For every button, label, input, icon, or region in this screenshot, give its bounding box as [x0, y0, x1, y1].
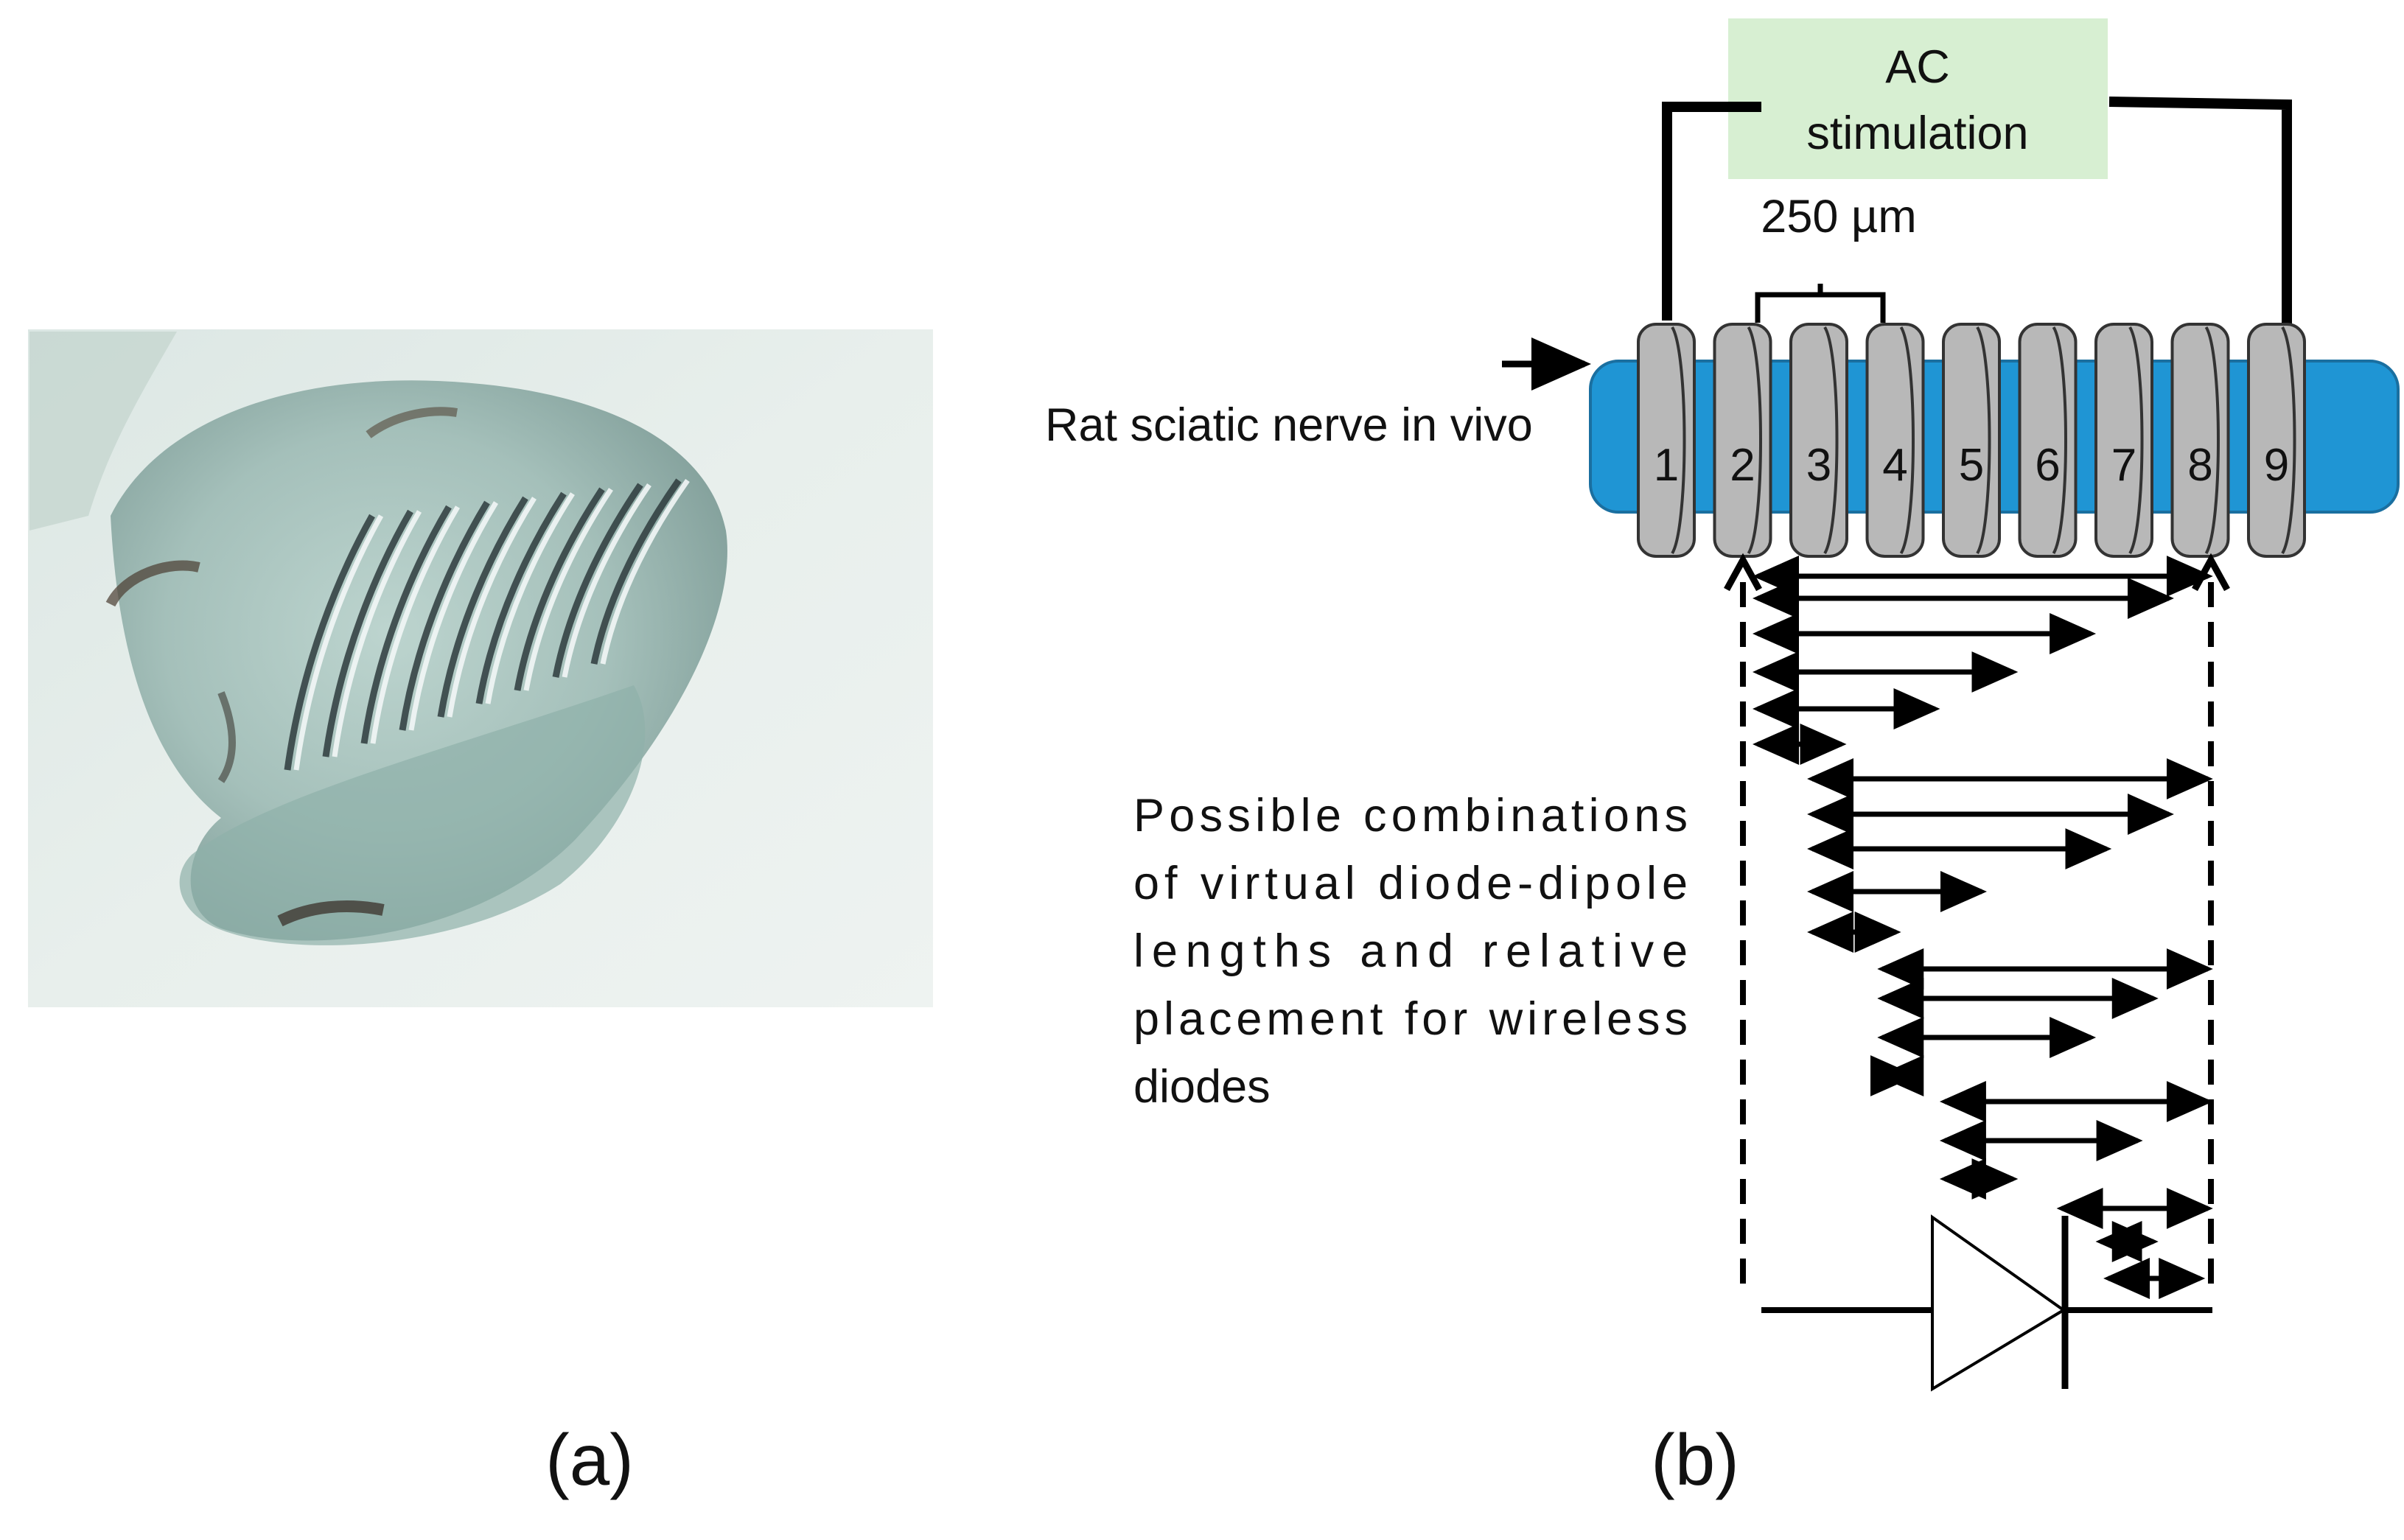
diode-triangle: [1931, 1214, 2066, 1392]
description-line: of virtual diode-dipole: [1133, 858, 1688, 909]
ac-label-line2: stimulation: [1806, 108, 2028, 159]
description-line: diodes: [1133, 1061, 1271, 1113]
electrode-number: 4: [1882, 440, 1907, 491]
electrode-number: 5: [1959, 440, 1984, 491]
electrode-8: 8: [2170, 323, 2230, 558]
photo-wire-light: [293, 514, 384, 771]
panel-b-schematic: AC stimulation 250 µm Rat sciatic nerve …: [1045, 18, 2400, 1392]
photo-wire-light: [600, 478, 690, 665]
photo-wire-light: [370, 505, 461, 744]
electrode-number: 3: [1806, 440, 1831, 491]
electrode-3: 3: [1789, 323, 1848, 558]
electrode-ring: [2247, 323, 2306, 558]
spacing-label: 250 µm: [1761, 191, 1916, 242]
electrode-number: 6: [2035, 440, 2060, 491]
photo-wire-light: [485, 492, 575, 704]
electrode-number: 8: [2187, 440, 2212, 491]
electrode-number: 9: [2264, 440, 2289, 491]
panel-b-caption: (b): [1651, 1419, 1739, 1500]
electrode-ring-edge: [2204, 326, 2220, 555]
electrode-5: 5: [1942, 323, 2001, 558]
description-line: lengths and relative: [1133, 925, 1688, 977]
photo-wire-dark: [399, 500, 490, 731]
photo-corner: [29, 332, 177, 531]
electrode-ring-edge: [1976, 326, 1991, 555]
cuff-edge-2: [217, 691, 236, 783]
photo-wire-dark: [475, 491, 567, 704]
photo-wire-light: [408, 501, 498, 731]
photo-wire-light: [562, 483, 651, 678]
photo-wire-light: [523, 488, 613, 691]
combination-arrows: [1753, 556, 2213, 1299]
diode-symbol: [1761, 1214, 2212, 1392]
electrode-number: 2: [1730, 440, 1755, 491]
nerve-label: Rat sciatic nerve in vivo: [1045, 399, 1533, 451]
electrode-wires: [284, 478, 690, 771]
photo-wire-dark: [437, 496, 528, 718]
electrode-ring-edge: [2052, 326, 2067, 555]
photo-wire-dark: [590, 478, 682, 665]
cuff-lip: [179, 685, 646, 945]
electrode-2: 2: [1713, 323, 1772, 558]
electrode-9: 9: [2247, 323, 2306, 558]
description-line: placement for wireless: [1133, 993, 1688, 1045]
photo-wire-light: [332, 510, 422, 757]
panel-a-caption: (a): [545, 1419, 634, 1500]
ac-label-line1: AC: [1885, 41, 1950, 93]
description-line: Possible combinations: [1133, 790, 1688, 841]
photo-wire-dark: [284, 514, 375, 771]
panel-a-photo: [28, 329, 933, 1007]
cuff-edge-4: [366, 407, 458, 438]
electrode-ring-edge: [1671, 326, 1686, 555]
spacing-bracket: [1755, 284, 1886, 323]
electrode-number: 1: [1654, 440, 1679, 491]
wire-right: [2108, 97, 2292, 324]
electrode-1: 1: [1637, 323, 1696, 558]
description-block: Possible combinations of virtual diode-di…: [1133, 790, 1688, 1113]
electrode-6: 6: [2018, 323, 2078, 558]
photo-wire-dark: [514, 487, 605, 691]
electrode-ring-edge: [1823, 326, 1839, 555]
electrode-ring-edge: [2281, 326, 2296, 555]
electrode-ring-edge: [1747, 326, 1762, 555]
electrode-ring-edge: [2128, 326, 2144, 555]
electrode-4: 4: [1865, 323, 1925, 558]
electrode-ring: [1637, 323, 1696, 558]
wire-left: [1662, 102, 1672, 321]
photo-wire-dark: [360, 505, 452, 744]
photo-wire-dark: [322, 509, 413, 757]
cuff-edge-1: [105, 560, 200, 607]
ac-stimulation-box: [1728, 18, 2108, 179]
electrode-ring-edge: [1899, 326, 1915, 555]
photo-wire-dark: [552, 483, 643, 678]
cuff-edge-3: [277, 900, 385, 927]
electrode-number: 7: [2111, 440, 2136, 491]
photo-wire-light: [447, 497, 537, 718]
electrode-7: 7: [2094, 323, 2153, 558]
